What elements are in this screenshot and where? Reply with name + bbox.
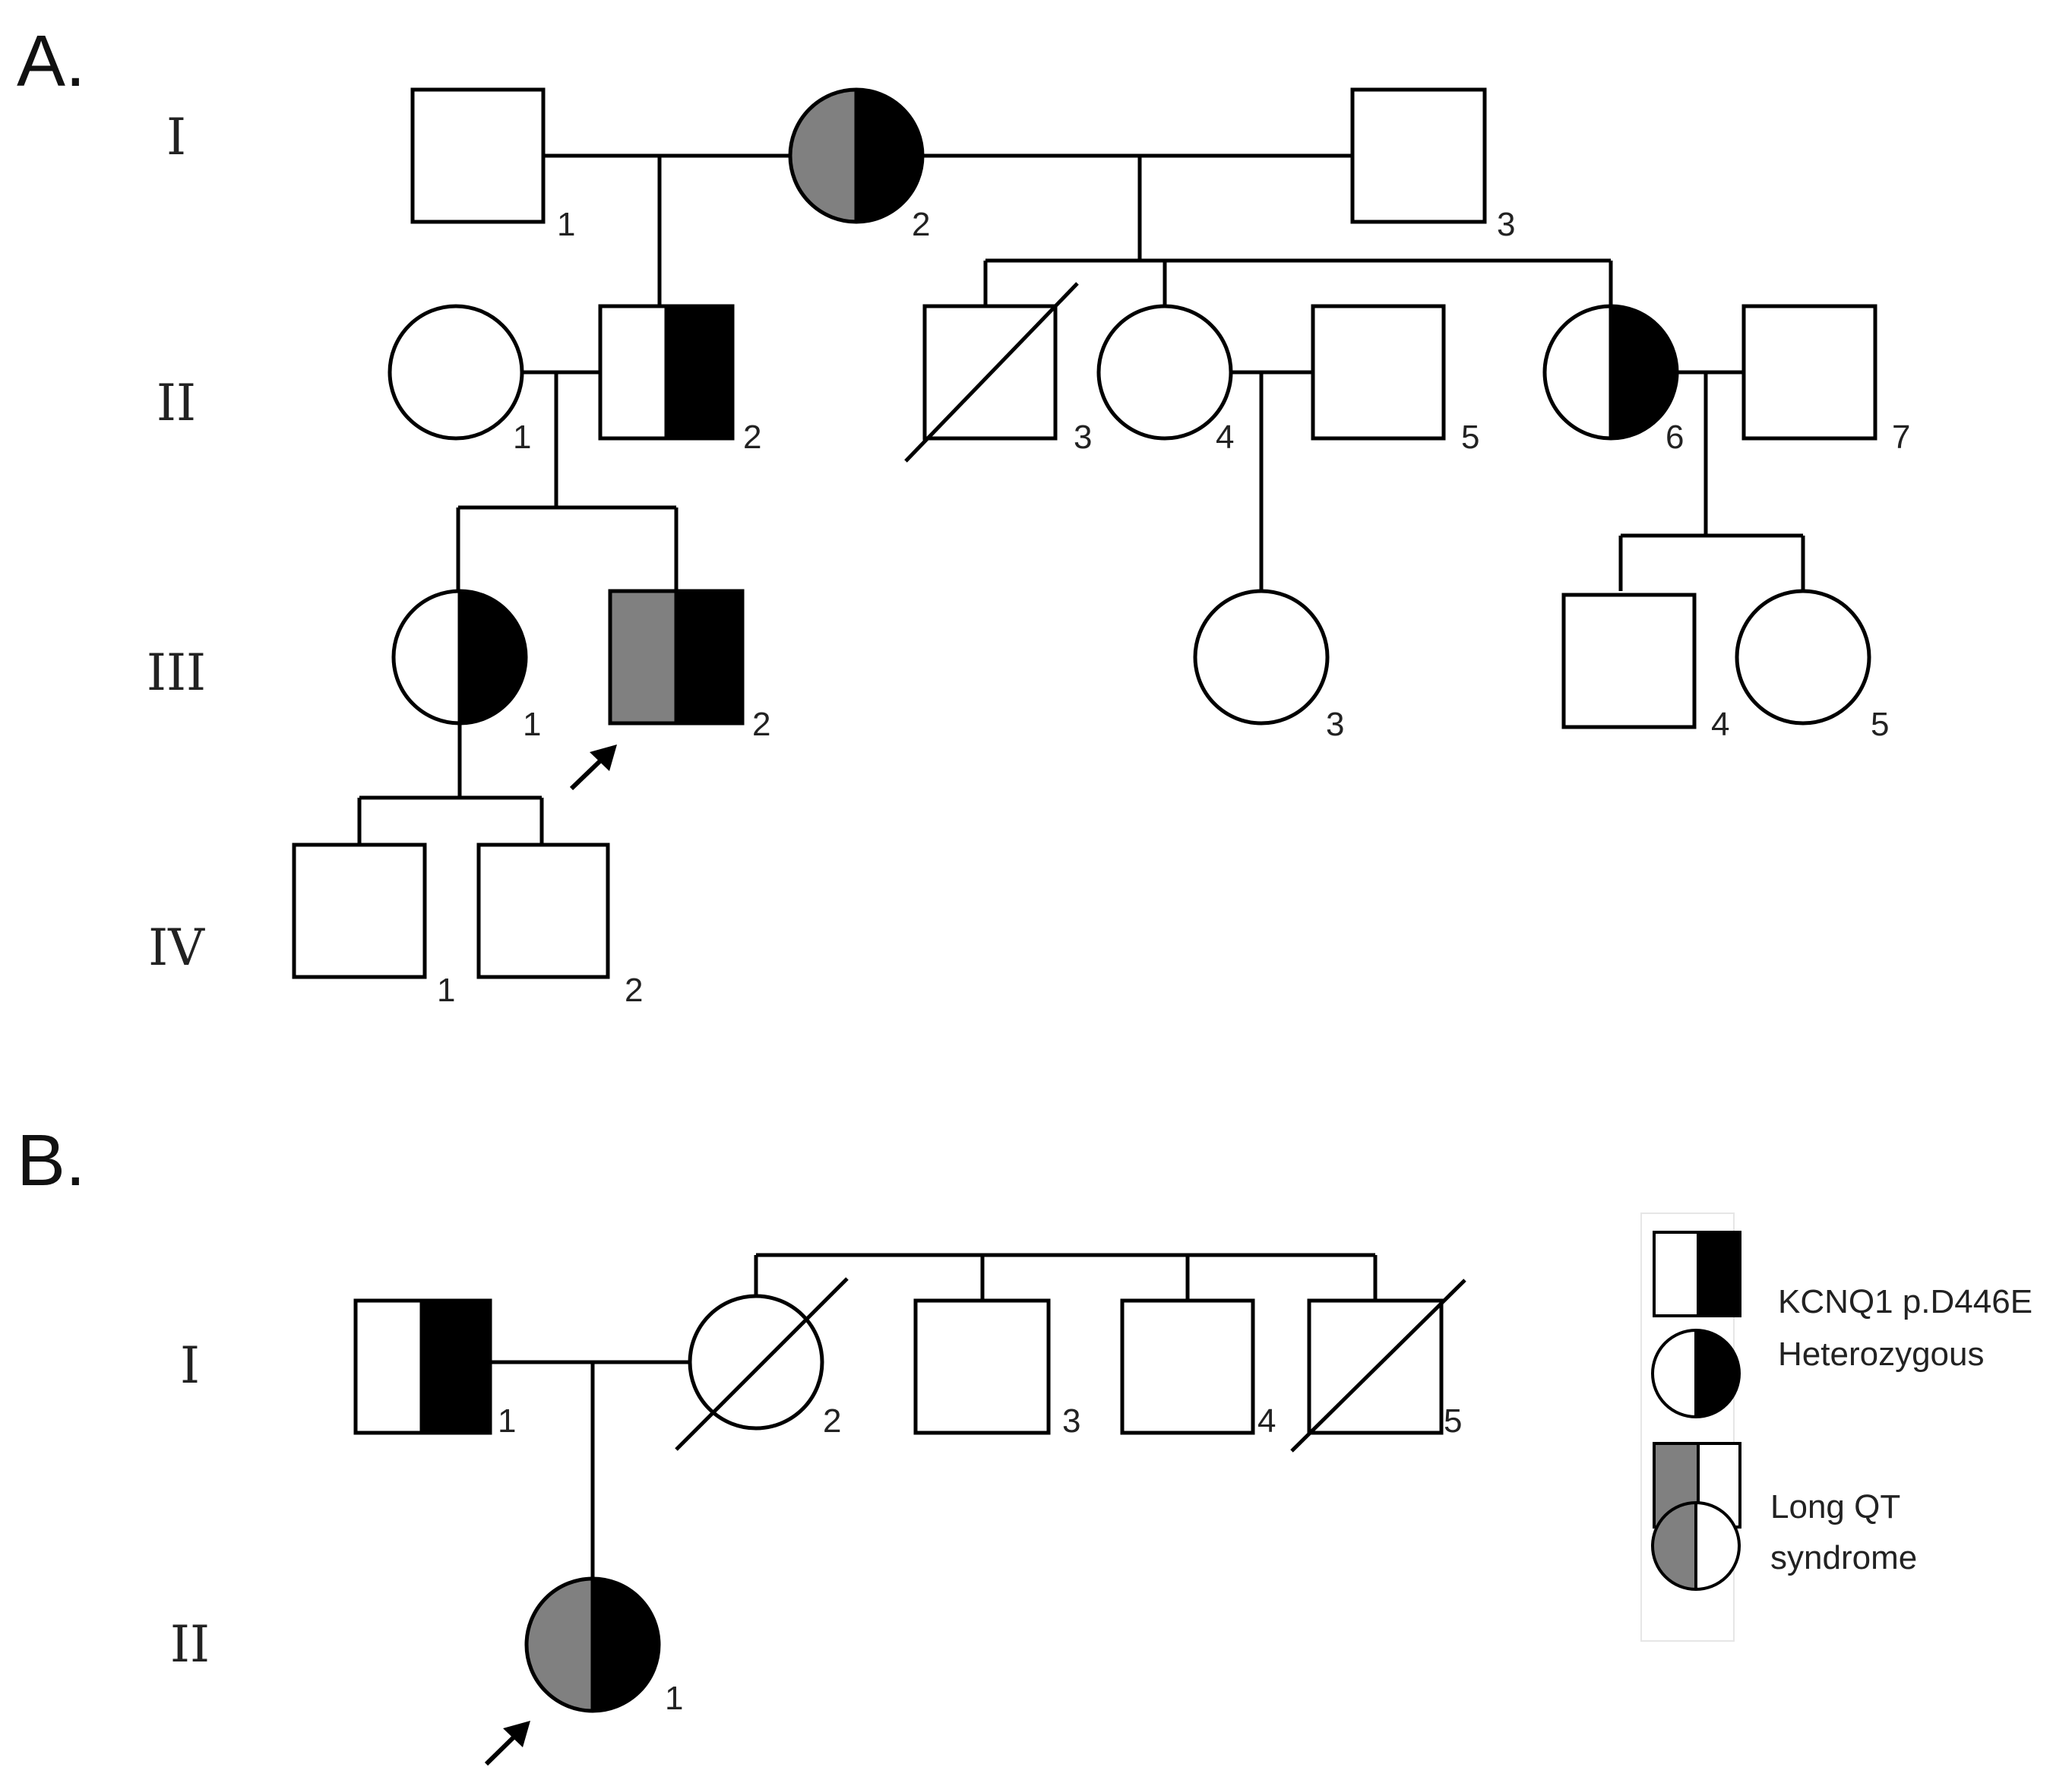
A-II-7-number: 7 [1892,419,1910,456]
A-II-3-number: 3 [1074,419,1092,456]
B-I-2-female-deceased [675,1277,849,1451]
A-II-4-female-unaffected [1096,304,1233,441]
A-I-3-number: 3 [1497,206,1515,243]
B-I-3-number: 3 [1062,1402,1080,1440]
A-II-2-number: 2 [743,419,761,456]
A-I-2-number: 2 [912,206,930,243]
A-II-5-male-unaffected [1311,304,1446,441]
A-III-2-number: 2 [752,706,770,743]
A-IV-2-male-unaffected [476,843,610,979]
A-IV-2-number: 2 [625,972,643,1009]
A-III-3-female-unaffected [1193,589,1330,726]
A-IV-1-number: 1 [437,972,455,1009]
B-I-3-male-unaffected [913,1298,1051,1435]
B-II-1-number: 1 [665,1680,683,1717]
A-II-5-number: 5 [1461,419,1479,456]
A-gen-II-label: II [157,374,196,432]
pedigree-lines [357,153,1805,1579]
A-III-4-male-unaffected [1561,593,1697,729]
B-proband-arrow [484,1721,530,1766]
B-II-1-female-carrier-lqts-proband [524,1576,661,1713]
A-III-2-male-carrier-lqts-proband [608,589,745,726]
legend: KCNQ1 p.D446E Heterozygous Long QT syndr… [1640,1212,2032,1642]
A-I-2-female-carrier-lqts [788,87,925,224]
A-proband-arrow [569,745,617,791]
A-I-3-male-unaffected [1350,87,1487,224]
B-I-4-male-unaffected [1120,1298,1255,1435]
panel-b-label: B. [17,1120,86,1201]
B-I-1-number: 1 [498,1402,516,1440]
A-II-4-number: 4 [1216,419,1234,456]
B-I-5-male-deceased [1290,1279,1466,1453]
A-III-1-number: 1 [523,706,541,743]
A-III-5-female-unaffected [1735,589,1871,726]
A-III-5-number: 5 [1871,706,1889,743]
legend-phenotype-text-1: Long QT [1770,1488,1900,1525]
A-II-7-male-unaffected [1741,304,1877,441]
A-gen-IV-label: IV [148,918,205,977]
legend-phenotype-text-2: syndrome [1770,1539,1917,1576]
A-gen-I-label: I [166,108,186,166]
A-II-6-female-carrier [1542,304,1679,441]
A-II-3-male-deceased [904,282,1079,463]
B-gen-I-label: I [180,1336,200,1395]
B-gen-II-label: II [170,1615,210,1674]
legend-carrier-text-2: Heterozygous [1778,1336,1984,1373]
A-II-1-female-unaffected [388,304,524,441]
B-I-2-number: 2 [823,1402,841,1440]
legend-male-carrier-symbol [1653,1231,1741,1317]
A-III-3-number: 3 [1326,706,1344,743]
A-III-1-female-carrier [391,589,528,726]
B-I-4-number: 4 [1257,1402,1276,1440]
B-I-5-number: 5 [1444,1402,1462,1440]
A-II-2-male-carrier [598,304,735,441]
B-I-1-male-carrier [353,1298,492,1435]
A-II-6-number: 6 [1666,419,1684,456]
legend-carrier-text-1: KCNQ1 p.D446E [1778,1283,2032,1320]
legend-female-lqts-symbol [1651,1501,1741,1591]
legend-female-carrier-symbol [1651,1329,1741,1418]
A-II-1-number: 1 [513,419,531,456]
A-IV-1-male-unaffected [292,843,427,979]
A-I-1-male-unaffected [410,87,546,224]
A-gen-III-label: III [147,643,206,702]
panel-a-label: A. [17,21,86,102]
A-I-1-number: 1 [557,206,575,243]
A-III-4-number: 4 [1711,706,1729,743]
